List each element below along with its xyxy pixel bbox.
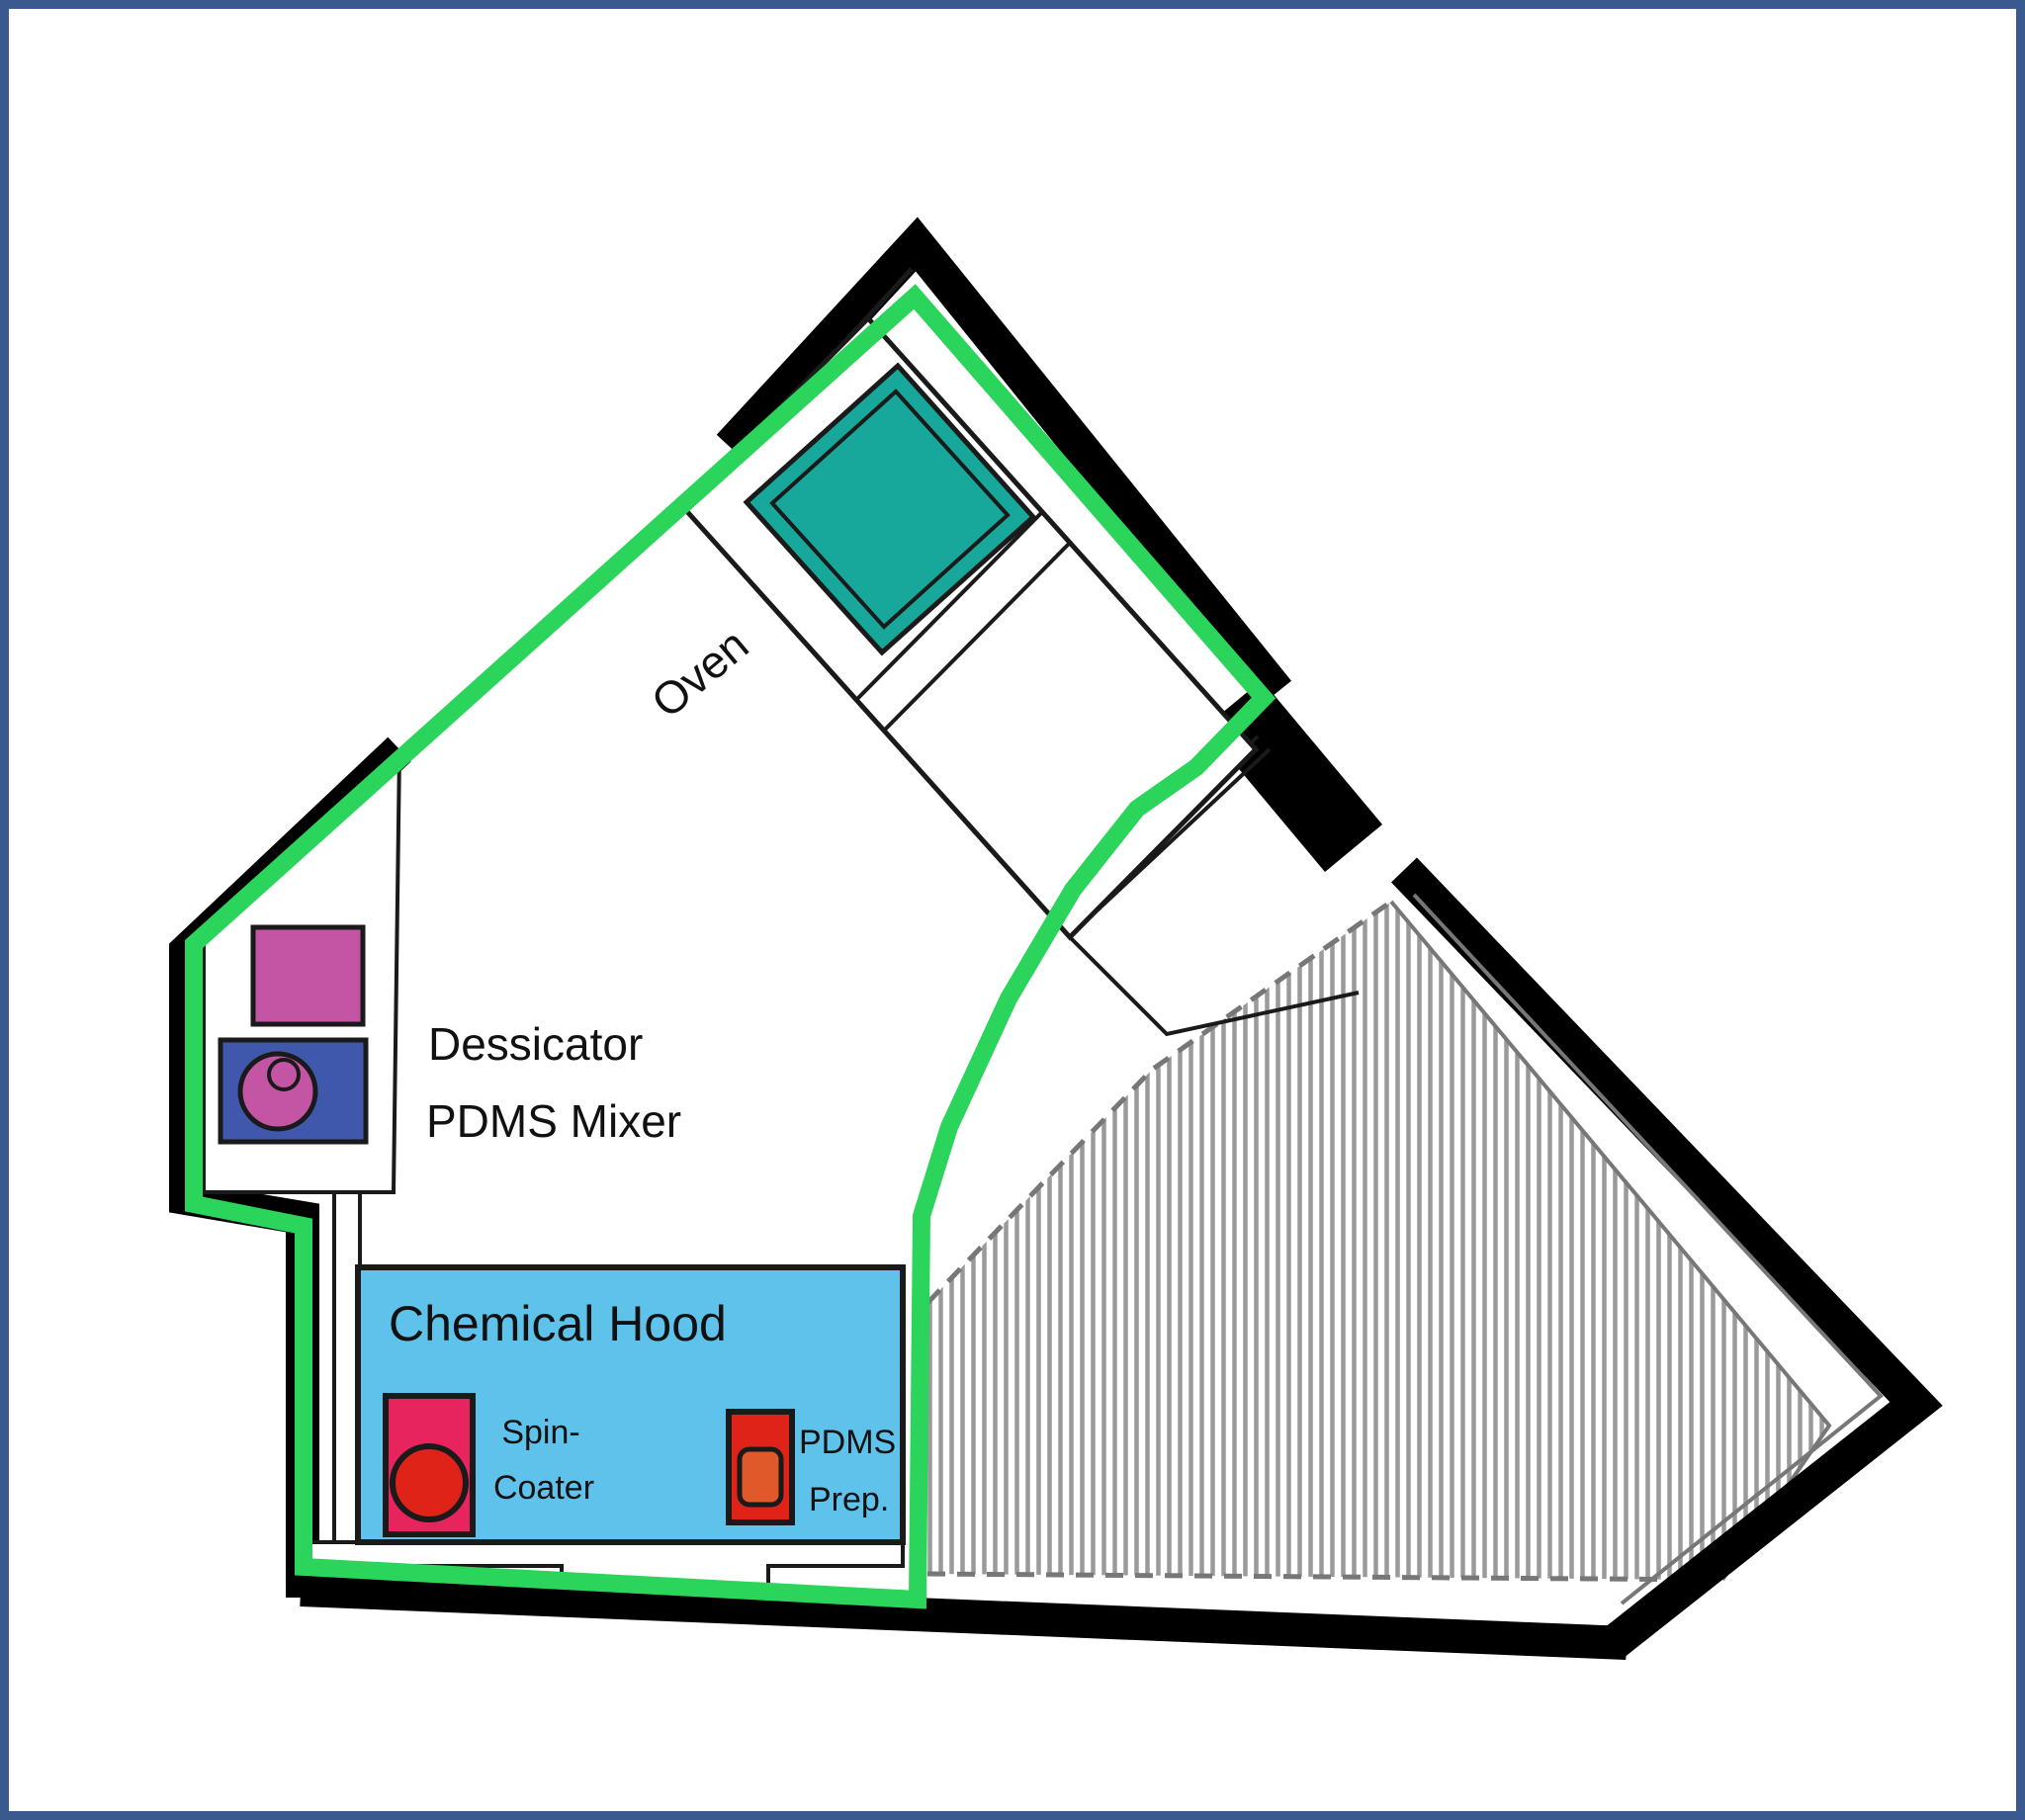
- chemical-hood: [355, 1264, 906, 1545]
- label-chemical-hood: Chemical Hood: [389, 1296, 727, 1351]
- hatched-region-dashed-edge-bottom: [926, 1571, 1723, 1583]
- labels: Oven Dessicator PDMS Mixer Chemical Hood…: [389, 619, 896, 1518]
- oven-equipment-inner-line: [769, 389, 1011, 630]
- wall-right-lower: [1391, 857, 1943, 1658]
- oven-bench-divider-2: [882, 541, 1072, 733]
- spin-coater-chuck: [390, 1443, 469, 1522]
- oven-equipment: [743, 362, 1037, 656]
- dessicator-equipment: [250, 924, 366, 1027]
- oven-bench-divider-1: [854, 510, 1044, 702]
- wall-bottom: [300, 1573, 1628, 1660]
- label-dessicator: Dessicator: [428, 1018, 643, 1070]
- wall-door-block: [1204, 680, 1382, 872]
- label-pdms-mixer: PDMS Mixer: [426, 1095, 681, 1147]
- alcove: [202, 746, 402, 1194]
- label-oven: Oven: [642, 619, 758, 729]
- hatched-region: [925, 899, 1832, 1583]
- oven-bench: [678, 314, 1260, 941]
- wall-inner-edge-line: [1412, 893, 1884, 1605]
- pdms-mixer-knob-inner: [267, 1058, 301, 1091]
- label-pdms-prep-line2: Prep.: [809, 1481, 889, 1518]
- hatched-region-dashed-edge-upper: [925, 899, 1393, 1305]
- walkway-step-line: [1068, 935, 1360, 1037]
- wall-apex: [716, 217, 1292, 704]
- pdms-prep-inner: [737, 1446, 784, 1508]
- hatched-region-fill: [927, 902, 1829, 1580]
- route-path: [185, 284, 1277, 1609]
- label-pdms-prep-line1: PDMS: [799, 1424, 896, 1461]
- label-spin-coater-line1: Spin-: [501, 1414, 579, 1451]
- label-spin-coater-line2: Coater: [493, 1469, 594, 1507]
